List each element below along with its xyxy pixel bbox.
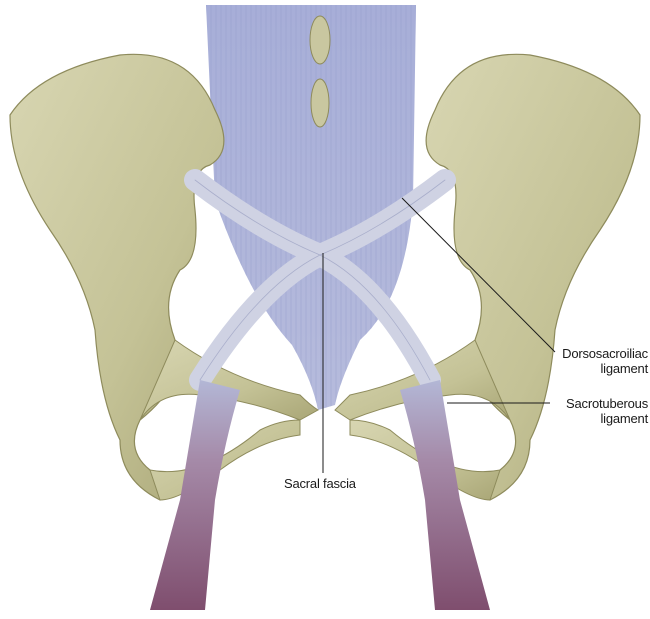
leader-lines bbox=[322, 197, 556, 473]
label-sacrotuberous-line1: Sacrotuberous bbox=[566, 396, 648, 411]
label-sacral-fascia-text: Sacral fascia bbox=[284, 476, 356, 491]
sacral-fascia-shape bbox=[206, 5, 416, 410]
label-dorsosacroiliac: Dorsosacroiliac ligament bbox=[548, 346, 648, 376]
label-sacrotuberous: Sacrotuberous ligament bbox=[548, 396, 648, 426]
label-sacral-fascia: Sacral fascia bbox=[284, 476, 374, 491]
label-dorsosacroiliac-line2: ligament bbox=[600, 361, 648, 376]
label-sacrotuberous-line2: ligament bbox=[600, 411, 648, 426]
dorsosacroiliac-ligament-shape bbox=[184, 169, 456, 391]
sacrotuberous-ligament-shape bbox=[150, 380, 490, 610]
label-dorsosacroiliac-line1: Dorsosacroiliac bbox=[562, 346, 648, 361]
